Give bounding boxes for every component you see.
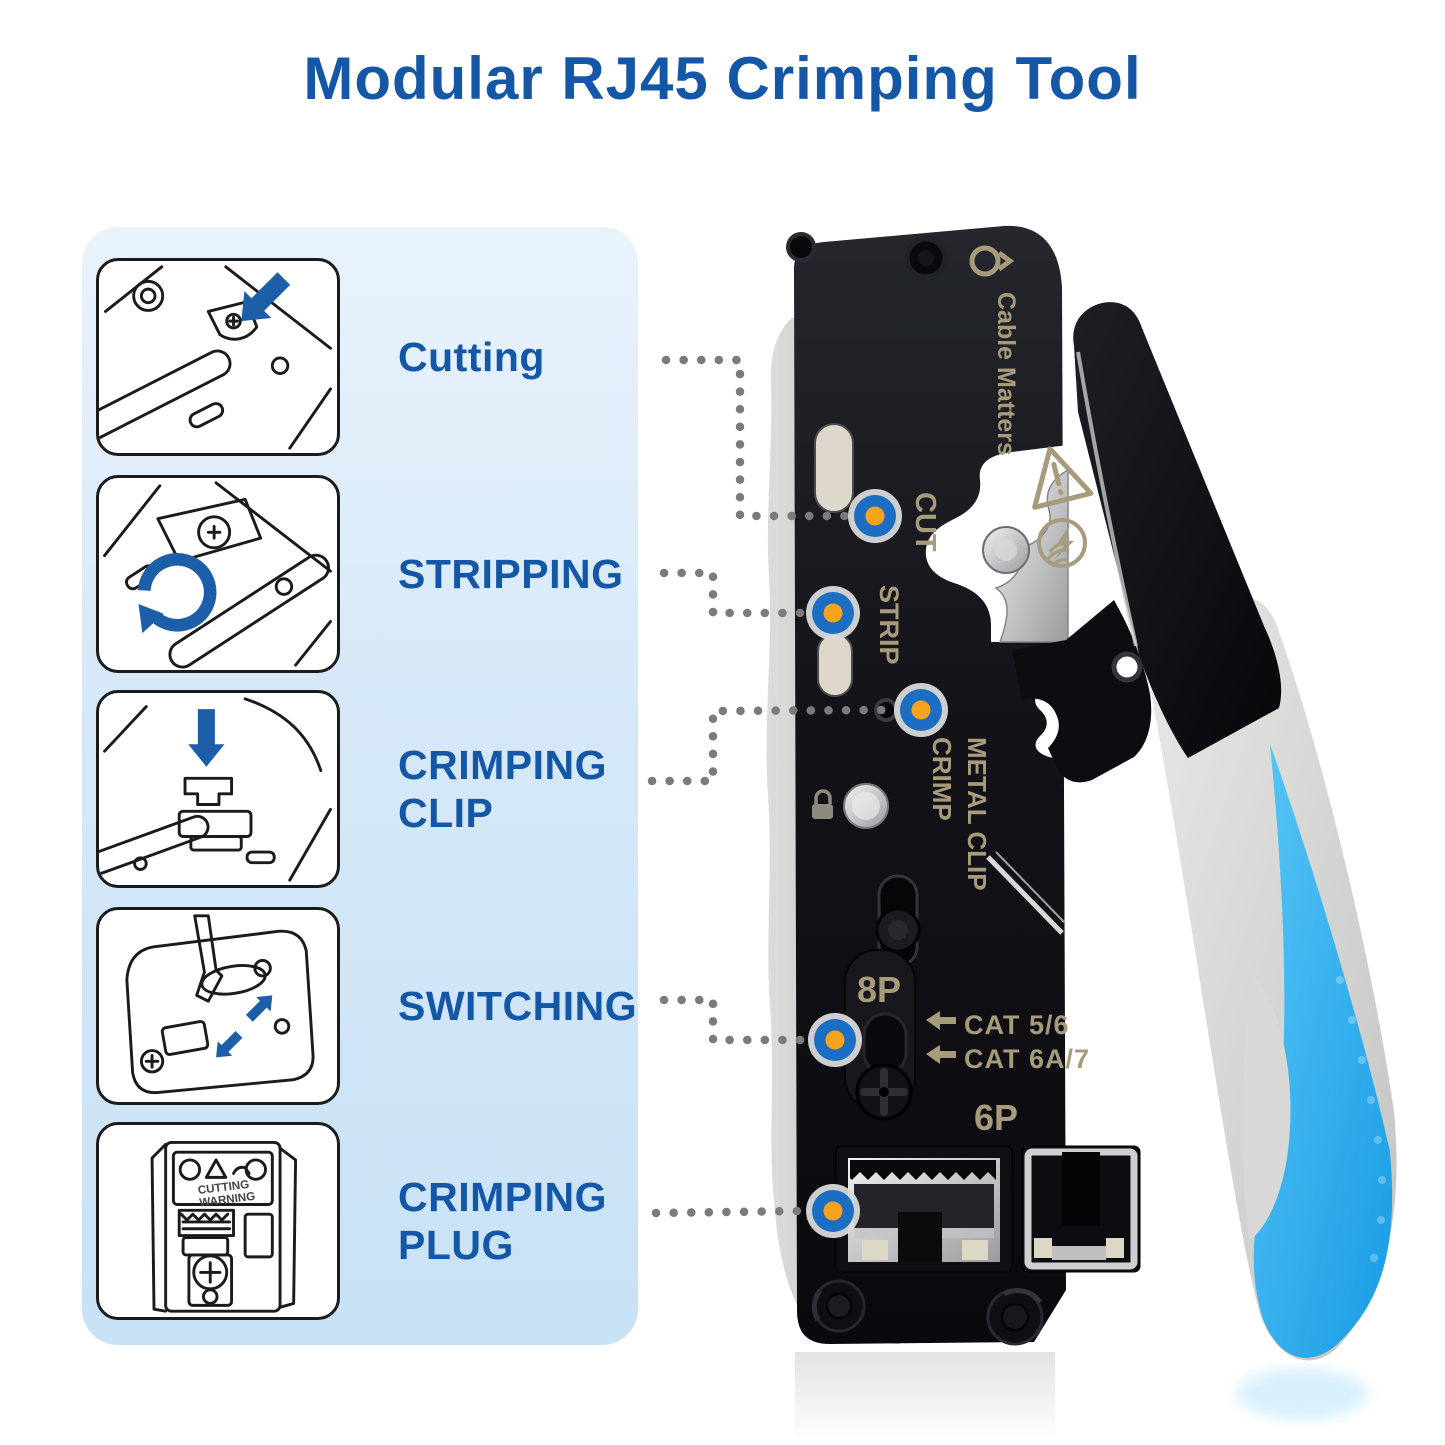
feature-label-crimping-clip: CRIMPING CLIP <box>398 741 607 836</box>
cut-marking: CUT <box>909 492 941 552</box>
warning-triangle-icon <box>1032 446 1094 510</box>
callout-line-stripping <box>659 568 808 618</box>
slot <box>814 423 854 513</box>
feature-box-cutting <box>96 258 340 456</box>
stripping-notch <box>925 445 1068 642</box>
hole <box>874 698 898 722</box>
marker-switching <box>808 1013 862 1067</box>
feature-label-switching: SWITCHING <box>398 982 638 1029</box>
rivet <box>786 232 816 262</box>
feature-label-stripping: STRIPPING <box>398 550 624 597</box>
switch-plate-label: 8P <box>857 969 901 1010</box>
svg-text:CUTTING: CUTTING <box>197 1178 250 1197</box>
crimp-marking: CRIMP <box>927 737 957 821</box>
metal-button <box>843 783 889 829</box>
switch-plate <box>844 949 916 1111</box>
point-markers <box>806 489 948 1238</box>
rear-handle <box>766 318 900 1344</box>
brand-logo-icon <box>969 245 1015 277</box>
marker-crimping-plug <box>806 1184 860 1238</box>
feature-box-stripping <box>96 475 340 673</box>
blue-arrow-icon <box>188 709 225 767</box>
body-details: Cable Matters CUT STRIP CRIMP METAL CLIP <box>786 232 1141 1346</box>
features-panel: Cutting STRIPPING <box>82 227 638 1345</box>
crimping-plug-illustration: CUTTING WARNING <box>150 1141 298 1313</box>
brand-name: Cable Matters <box>992 292 1020 456</box>
rivet <box>811 1279 866 1333</box>
metal-clip-marking: METAL CLIP <box>962 737 992 891</box>
callout-line-crimping-plug <box>651 1206 806 1218</box>
crimp-die-mouth <box>1035 684 1068 760</box>
cutting-illustration <box>99 265 332 450</box>
marker-cut <box>848 489 902 543</box>
marker-strip <box>806 586 860 640</box>
marker-crimp-clip <box>894 683 948 737</box>
feature-box-crimping-plug: CUTTING WARNING <box>96 1122 340 1320</box>
lever-arm <box>1073 302 1282 758</box>
callout-line-cutting <box>661 355 850 521</box>
callout-line-crimping-clip <box>647 705 895 786</box>
lock-icon <box>812 789 833 819</box>
stripping-illustration <box>103 481 332 669</box>
left-arrow-icon <box>926 1011 956 1030</box>
6p-marking: 6P <box>974 1097 1018 1138</box>
callout-line-switching <box>659 995 810 1045</box>
phillips-screw <box>855 1063 913 1121</box>
switching-illustration <box>125 914 315 1095</box>
clamp-jaw <box>1012 600 1152 783</box>
rivet <box>986 1288 1044 1346</box>
slot <box>817 633 853 697</box>
page-title: Modular RJ45 Crimping Tool <box>303 45 1142 112</box>
cavity-8p <box>835 1145 1013 1273</box>
cat6a7-marking: CAT 6A/7 <box>964 1044 1090 1074</box>
handle-blue-grip <box>1242 744 1393 1358</box>
blue-arrow-icon <box>242 988 280 1026</box>
pivot-screw <box>982 526 1030 574</box>
callout-lines <box>647 355 895 1218</box>
feature-box-crimping-clip <box>96 690 340 888</box>
cat56-marking: CAT 5/6 <box>964 1010 1070 1040</box>
slider-slot <box>877 874 919 968</box>
tool-body <box>793 225 1066 1344</box>
blue-rotate-arrow-icon <box>138 553 217 634</box>
feature-label-crimping-plug: CRIMPING PLUG <box>398 1173 607 1268</box>
feature-label-cutting: Cutting <box>398 333 545 380</box>
stripper-blade <box>994 468 1069 643</box>
handle-gray <box>1147 598 1397 1361</box>
rivet <box>904 236 948 280</box>
left-arrow-icon <box>926 1045 956 1064</box>
slider-knob <box>875 907 921 953</box>
feature-box-switching <box>96 907 340 1105</box>
tool-reflection <box>795 1352 1368 1444</box>
strip-marking: STRIP <box>874 585 904 665</box>
cavity-6p <box>1021 1145 1141 1273</box>
crimping-clip-illustration <box>99 697 332 882</box>
blue-arrow-icon <box>208 1027 247 1065</box>
pinch-hazard-icon <box>1037 518 1087 568</box>
